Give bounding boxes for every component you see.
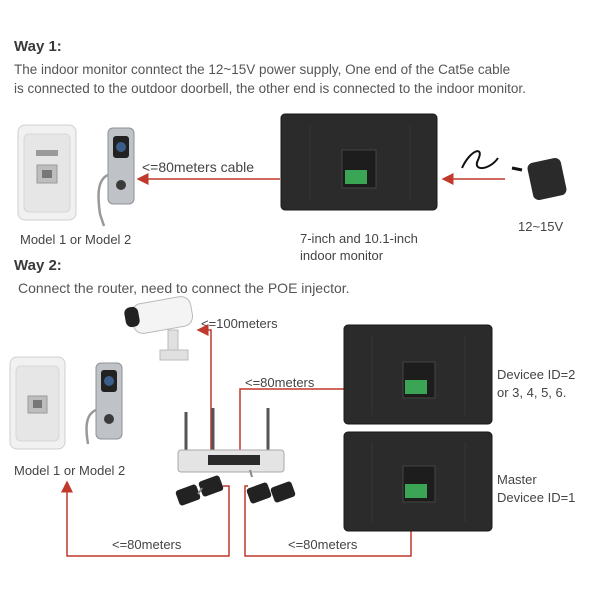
- way1-monitor-label-1: 7-inch and 10.1-inch: [300, 231, 418, 246]
- way2-doorbell-backplate: [9, 356, 66, 450]
- way1-power-label: 12~15V: [518, 219, 564, 234]
- way1-model-label: Model 1 or Model 2: [20, 232, 132, 247]
- way2-poe-injector-right: [246, 469, 296, 504]
- way1-cable-label: <=80meters cable: [142, 159, 255, 175]
- way1-doorbell-backplate: [17, 124, 77, 221]
- way2-device-label-1: Devicee ID=2: [497, 367, 576, 382]
- way1-monitor-label-2: indoor monitor: [300, 248, 384, 263]
- way2-monitor-master: [343, 431, 493, 532]
- way2-model-label: Model 1 or Model 2: [14, 463, 126, 478]
- way2-bottom-left-arrow: [61, 480, 230, 557]
- way1-doorbell-front: [97, 127, 135, 227]
- way2-monitor-device: [343, 324, 493, 425]
- way2-bottom-right-label: <=80meters: [288, 537, 358, 552]
- way1-description-line1: The indoor monitor conntect the 12~15V p…: [14, 62, 511, 77]
- way2-camera-arrow: [196, 324, 212, 452]
- way2-bottom-right-arrow: [244, 485, 417, 557]
- way2-heading: Way 2:: [14, 257, 62, 274]
- way2-poe-injector-left: [175, 475, 224, 506]
- way2-description-line1: Connect the router, need to connect the …: [18, 280, 350, 296]
- way2-master-label-2: Devicee ID=1: [497, 490, 576, 505]
- way1-heading: Way 1:: [14, 38, 62, 55]
- way1-indoor-monitor: [280, 113, 438, 211]
- way2-monitor-cable-label: <=80meters: [245, 375, 315, 390]
- way2-ip-camera: [124, 296, 194, 361]
- way2-router: [177, 408, 285, 473]
- way2-master-label-1: Master: [497, 472, 537, 487]
- way2-bottom-left-label: <=80meters: [112, 537, 182, 552]
- way2-device-label-2: or 3, 4, 5, 6.: [497, 385, 567, 400]
- way1-power-adapter: [441, 150, 567, 201]
- way1-description-line2: is connected to the outdoor doorbell, th…: [14, 81, 526, 96]
- way2-doorbell-front: [85, 362, 123, 445]
- way2-camera-cable-label: <=100meters: [201, 316, 278, 331]
